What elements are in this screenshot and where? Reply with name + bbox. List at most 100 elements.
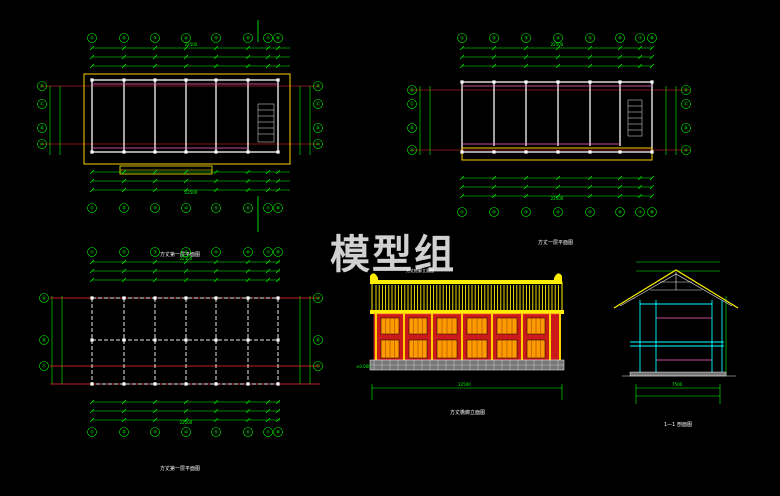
- section-title: 1—1 剖面图: [664, 421, 692, 428]
- front-elevation: 方丈檐廊立面图 22500 ±0.000 方丈檐廊立面图: [356, 267, 565, 416]
- axis-label: ②: [492, 210, 496, 216]
- axis-label: Ⓑ: [410, 125, 415, 132]
- axis-label: ④: [184, 250, 188, 256]
- plan2-axes-right: Ⓐ Ⓑ Ⓒ Ⓓ: [681, 85, 691, 155]
- elevation-level-mark: ±0.000: [356, 364, 371, 369]
- overall-dimension: 22500: [551, 42, 564, 47]
- axis-label: ⑥: [246, 250, 250, 256]
- axis-label: Ⓒ: [40, 101, 45, 108]
- plan1-axes-left: Ⓐ Ⓑ Ⓒ Ⓓ: [37, 81, 47, 149]
- section-overall-dimension: 7500: [672, 382, 683, 387]
- foundation-plan-title: 方丈第一层平面图: [160, 251, 200, 258]
- axis-label: ⑦: [266, 250, 270, 256]
- plan1-axes-right: Ⓐ Ⓑ Ⓒ Ⓓ: [313, 81, 323, 149]
- axis-label: Ⓑ: [42, 337, 47, 344]
- axis-label: Ⓒ: [42, 363, 47, 370]
- axis-label: Ⓐ: [684, 147, 689, 154]
- axis-label: ③: [153, 430, 157, 436]
- axis-label: Ⓐ: [410, 147, 415, 154]
- axis-label: ④: [184, 36, 188, 42]
- axis-label: ④: [184, 206, 188, 212]
- axis-label: ⑦: [266, 206, 270, 212]
- axis-label: ⑤: [588, 36, 592, 42]
- axis-label: ⑤: [214, 430, 218, 436]
- axis-label: ⑦: [266, 36, 270, 42]
- axis-label: ⑦: [638, 210, 642, 216]
- axis-label: ②: [122, 430, 126, 436]
- axis-label: Ⓒ: [410, 101, 415, 108]
- axis-label: ⑤: [588, 210, 592, 216]
- axis-label: ⑦: [638, 36, 642, 42]
- axis-label: ⑤: [214, 36, 218, 42]
- axis-label: ①: [460, 36, 464, 42]
- axis-label: Ⓑ: [316, 125, 321, 132]
- axis-label: Ⓒ: [316, 363, 321, 370]
- overall-dimension: 22500: [185, 42, 198, 47]
- axis-label: ⑥: [618, 210, 622, 216]
- axis-label: ③: [153, 250, 157, 256]
- axis-label: ②: [122, 250, 126, 256]
- axis-label: ④: [556, 36, 560, 42]
- axis-label: Ⓓ: [684, 87, 689, 94]
- ground-floor-plan: [40, 20, 320, 232]
- overall-dimension: 22500: [180, 256, 193, 261]
- axis-label: ⑧: [276, 206, 280, 212]
- axis-label: ①: [460, 210, 464, 216]
- axis-label: ⑥: [618, 36, 622, 42]
- axis-label: ①: [90, 36, 94, 42]
- axis-label: Ⓓ: [316, 83, 321, 90]
- axis-label: ⑧: [276, 430, 280, 436]
- axis-label: ⑧: [650, 210, 654, 216]
- axis-label: ③: [153, 206, 157, 212]
- axis-label: ⑥: [246, 36, 250, 42]
- axis-label: Ⓓ: [410, 87, 415, 94]
- axis-label: ①: [90, 430, 94, 436]
- elevation-title: 方丈檐廊立面图: [450, 409, 485, 416]
- plan3-axes-left: Ⓐ Ⓑ Ⓒ: [39, 293, 49, 371]
- axis-label: ⑤: [214, 250, 218, 256]
- axis-label: ⑧: [650, 36, 654, 42]
- axis-label: Ⓑ: [684, 125, 689, 132]
- plan2-axes-bottom: ① ② ③ ④ ⑤ ⑥ ⑦ ⑧: [457, 207, 657, 217]
- axis-label: ⑧: [276, 250, 280, 256]
- foundation-plan-bottom-title: 方丈第一层平面图: [160, 465, 200, 472]
- axis-label: ①: [90, 250, 94, 256]
- axis-label: ③: [153, 36, 157, 42]
- axis-label: Ⓓ: [40, 83, 45, 90]
- axis-label: ⑥: [246, 206, 250, 212]
- axis-label: Ⓐ: [316, 295, 321, 302]
- plan2-axes-left: Ⓐ Ⓑ Ⓒ Ⓓ: [407, 85, 417, 155]
- axis-label: Ⓒ: [684, 101, 689, 108]
- elevation-top-label: 方丈檐廊立面图: [406, 267, 434, 273]
- axis-label: ⑦: [266, 430, 270, 436]
- elevation-overall-dimension: 22500: [458, 382, 471, 387]
- axis-label: ②: [492, 36, 496, 42]
- axis-label: Ⓐ: [42, 295, 47, 302]
- axis-label: Ⓑ: [40, 125, 45, 132]
- section-1-1: 7500 1—1 剖面图: [613, 261, 739, 428]
- axis-label: ⑥: [246, 430, 250, 436]
- overall-dimension: 22500: [180, 420, 193, 425]
- overall-dimension: 22500: [551, 196, 564, 201]
- axis-label: ④: [556, 210, 560, 216]
- axis-label: ③: [524, 210, 528, 216]
- axis-label: ②: [122, 206, 126, 212]
- upper-floor-plan-title: 方丈一层平面图: [538, 239, 573, 246]
- axis-label: ①: [90, 206, 94, 212]
- axis-label: ⑧: [276, 36, 280, 42]
- axis-label: ③: [524, 36, 528, 42]
- axis-label: ④: [184, 430, 188, 436]
- axis-label: Ⓑ: [316, 337, 321, 344]
- axis-label: Ⓐ: [40, 141, 45, 148]
- plan3-axes-right: Ⓐ Ⓑ Ⓒ: [313, 293, 323, 371]
- axis-label: ②: [122, 36, 126, 42]
- axis-label: Ⓒ: [316, 101, 321, 108]
- axis-label: Ⓐ: [316, 141, 321, 148]
- axis-label: ⑤: [214, 206, 218, 212]
- overall-dimension: 22500: [185, 190, 198, 195]
- plan2-axes-top: ① ② ③ ④ ⑤ ⑥ ⑦ ⑧: [457, 33, 657, 43]
